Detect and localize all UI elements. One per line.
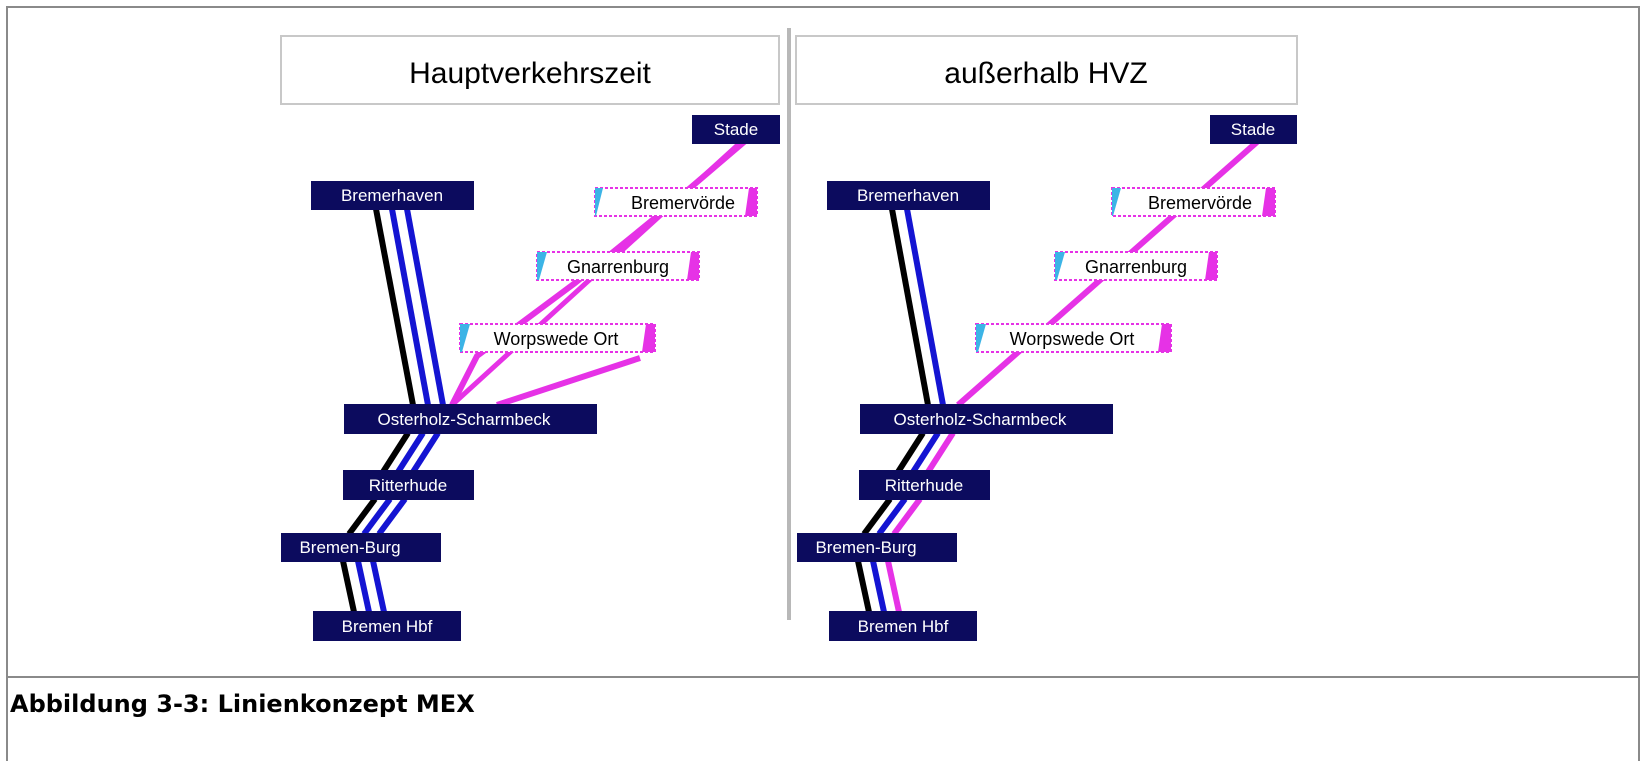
line-black-south-2 <box>346 497 378 536</box>
svg-text:Worpswede Ort: Worpswede Ort <box>494 329 619 349</box>
svg-text:Osterholz-Scharmbeck: Osterholz-Scharmbeck <box>378 410 551 429</box>
svg-text:Gnarrenburg: Gnarrenburg <box>1085 257 1187 277</box>
line-magenta-south-3 <box>885 560 902 613</box>
station-bremen-hbf: Bremen Hbf <box>313 611 461 641</box>
line-blue-south-3 <box>870 560 887 613</box>
station-bremen-burg: Bremen-Burg <box>281 533 441 562</box>
svg-text:Bremen Hbf: Bremen Hbf <box>858 617 949 636</box>
line-blue-south-2 <box>876 497 908 536</box>
line-black-south-3 <box>340 560 357 613</box>
svg-text:Bremen-Burg: Bremen-Burg <box>299 538 400 557</box>
station-stade: Stade <box>1210 115 1297 144</box>
svg-text:Ritterhude: Ritterhude <box>885 476 963 495</box>
line-blue-north-1 <box>389 208 431 406</box>
line-black-south-1 <box>380 431 411 474</box>
station-osterholz-scharmbeck: Osterholz-Scharmbeck <box>344 404 597 434</box>
station-osterholz-scharmbeck: Osterholz-Scharmbeck <box>860 404 1113 434</box>
svg-text:Gnarrenburg: Gnarrenburg <box>567 257 669 277</box>
line-blue-south-1 <box>910 431 941 474</box>
line-magenta-south-2 <box>891 497 923 536</box>
panel-title: außerhalb HVZ <box>944 57 1147 90</box>
line-blue-north-2 <box>404 208 446 406</box>
panel-title-box <box>795 35 1298 105</box>
station-bremervoerde: Bremervörde <box>594 187 758 217</box>
svg-text:Bremerhaven: Bremerhaven <box>857 186 959 205</box>
line-black-north <box>373 208 416 406</box>
panel-peak-hours: Hauptverkehrszeit Stade Bremervörde <box>280 35 780 641</box>
caption-bar: Abbildung 3-3: Linienkonzept MEX <box>6 678 1640 761</box>
line-blue-north <box>904 208 946 406</box>
figure-frame <box>6 6 1640 678</box>
svg-text:Stade: Stade <box>714 120 758 139</box>
figure-caption: Abbildung 3-3: Linienkonzept MEX <box>10 690 475 718</box>
station-worpswede-ort: Worpswede Ort <box>975 323 1172 353</box>
svg-text:Bremerhaven: Bremerhaven <box>341 186 443 205</box>
svg-text:Bremervörde: Bremervörde <box>631 193 735 213</box>
station-gnarrenburg: Gnarrenburg <box>536 251 700 281</box>
svg-text:Worpswede Ort: Worpswede Ort <box>1010 329 1135 349</box>
line-black-south-1 <box>895 431 926 474</box>
line-black-south-3 <box>855 560 872 613</box>
panel-off-peak: außerhalb HVZ Stade Bremervörde <box>795 35 1298 641</box>
station-bremerhaven: Bremerhaven <box>311 181 474 210</box>
svg-text:Stade: Stade <box>1231 120 1275 139</box>
station-bremerhaven: Bremerhaven <box>827 181 990 210</box>
line-black-north <box>889 208 931 406</box>
line-blue-south-3b <box>370 560 387 613</box>
station-worpswede-ort: Worpswede Ort <box>459 323 656 353</box>
station-stade: Stade <box>692 115 780 144</box>
line-black-south-2 <box>861 497 893 536</box>
line-blue-south-3a <box>355 560 372 613</box>
svg-text:Bremervörde: Bremervörde <box>1148 193 1252 213</box>
svg-text:Osterholz-Scharmbeck: Osterholz-Scharmbeck <box>894 410 1067 429</box>
line-blue-south-1b <box>410 431 441 474</box>
station-ritterhude: Ritterhude <box>859 470 990 500</box>
svg-text:Bremen-Burg: Bremen-Burg <box>815 538 916 557</box>
station-gnarrenburg: Gnarrenburg <box>1054 251 1218 281</box>
panel-title-box <box>280 35 780 105</box>
svg-text:Ritterhude: Ritterhude <box>369 476 447 495</box>
station-bremervoerde: Bremervörde <box>1111 187 1276 217</box>
station-bremen-burg: Bremen-Burg <box>797 533 957 562</box>
station-ritterhude: Ritterhude <box>343 470 474 500</box>
svg-text:Bremen Hbf: Bremen Hbf <box>342 617 433 636</box>
line-magenta-south-1 <box>925 431 956 474</box>
line-blue-south-2a <box>361 497 393 536</box>
line-blue-south-2b <box>376 497 408 536</box>
line-magenta-branch-2 <box>496 355 641 408</box>
line-blue-south-1a <box>395 431 426 474</box>
panel-title: Hauptverkehrszeit <box>409 57 651 90</box>
station-bremen-hbf: Bremen Hbf <box>829 611 977 641</box>
